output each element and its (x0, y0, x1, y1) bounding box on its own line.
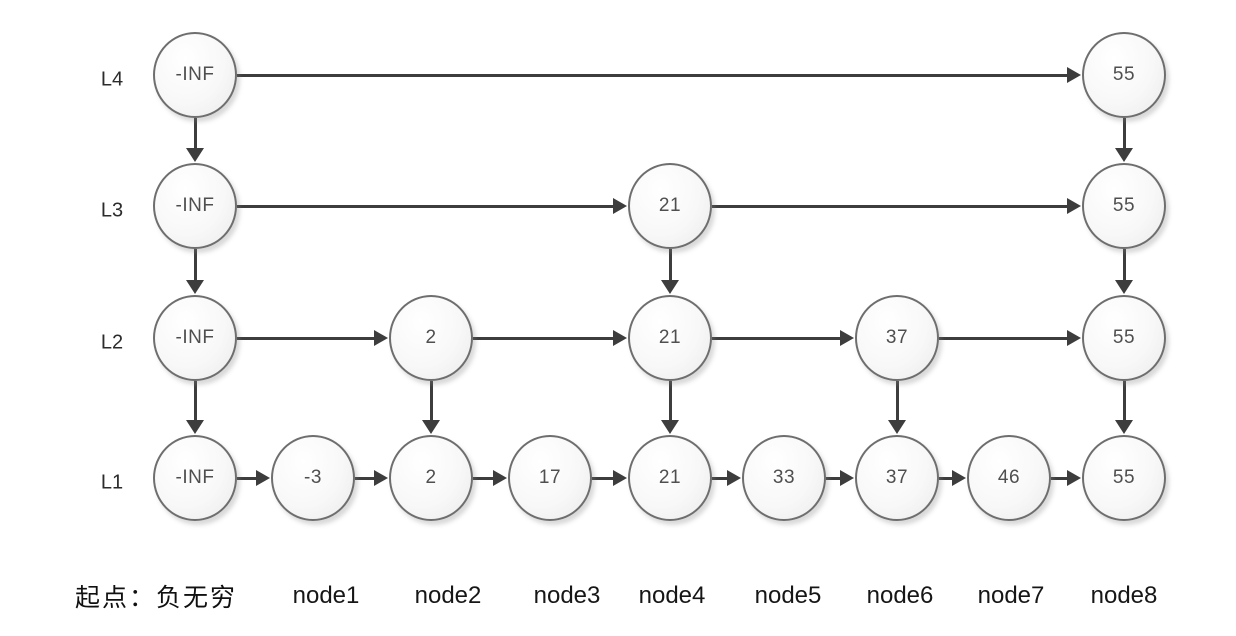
h-arrow-line (355, 476, 376, 480)
h-arrow-line (939, 336, 1069, 340)
skiplist-node: 21 (628, 295, 712, 381)
h-arrow-head (1067, 330, 1081, 346)
h-arrow-line (592, 476, 615, 480)
footer-node-label: node8 (1090, 582, 1158, 609)
footer-node-label: node7 (977, 582, 1045, 609)
v-arrow-line (1122, 118, 1126, 150)
h-arrow-head (613, 198, 627, 214)
h-arrow-line (826, 476, 842, 480)
h-arrow-line (237, 73, 1069, 77)
level-label: L3 (100, 199, 124, 222)
skiplist-node: 55 (1082, 163, 1166, 249)
h-arrow-head (1067, 470, 1081, 486)
v-arrow-head (661, 280, 679, 294)
v-arrow-line (193, 118, 197, 150)
footer-node-label: node3 (533, 582, 601, 609)
v-arrow-head (1115, 148, 1133, 162)
h-arrow-line (237, 336, 376, 340)
skiplist-node: 33 (742, 435, 826, 521)
skiplist-node: -INF (153, 32, 237, 118)
skiplist-node: 21 (628, 435, 712, 521)
footer-node-label: node2 (414, 582, 482, 609)
footer-node-label: node4 (638, 582, 706, 609)
skiplist-node: -3 (271, 435, 355, 521)
skiplist-node: 37 (855, 295, 939, 381)
footer-start-label: 起点：负无穷 (74, 584, 238, 612)
h-arrow-head (256, 470, 270, 486)
footer-node-label: node6 (866, 582, 934, 609)
v-arrow-head (422, 420, 440, 434)
skiplist-node: 55 (1082, 435, 1166, 521)
level-label: L1 (100, 471, 124, 494)
h-arrow-line (939, 476, 954, 480)
h-arrow-head (952, 470, 966, 486)
h-arrow-head (840, 470, 854, 486)
level-label: L2 (100, 331, 124, 354)
skiplist-node: 2 (389, 295, 473, 381)
h-arrow-line (1051, 476, 1069, 480)
v-arrow-head (888, 420, 906, 434)
v-arrow-line (193, 381, 197, 422)
v-arrow-head (186, 148, 204, 162)
v-arrow-line (1122, 381, 1126, 422)
level-label: L4 (100, 68, 124, 91)
skiplist-node: 21 (628, 163, 712, 249)
skiplist-node: 37 (855, 435, 939, 521)
v-arrow-line (668, 381, 672, 422)
h-arrow-head (493, 470, 507, 486)
h-arrow-head (613, 330, 627, 346)
v-arrow-line (1122, 249, 1126, 282)
v-arrow-line (895, 381, 899, 422)
skiplist-node: 55 (1082, 295, 1166, 381)
h-arrow-head (374, 330, 388, 346)
h-arrow-head (727, 470, 741, 486)
v-arrow-head (186, 420, 204, 434)
h-arrow-head (1067, 67, 1081, 83)
h-arrow-head (374, 470, 388, 486)
skiplist-node: -INF (153, 435, 237, 521)
h-arrow-line (712, 204, 1069, 208)
v-arrow-line (193, 249, 197, 282)
skiplist-node: 2 (389, 435, 473, 521)
h-arrow-line (237, 476, 258, 480)
skiplist-node: 17 (508, 435, 592, 521)
skiplist-node: 46 (967, 435, 1051, 521)
h-arrow-head (613, 470, 627, 486)
skiplist-node: -INF (153, 295, 237, 381)
footer-node-label: node1 (292, 582, 360, 609)
h-arrow-head (840, 330, 854, 346)
h-arrow-line (473, 336, 615, 340)
h-arrow-line (712, 336, 842, 340)
skiplist-node: 55 (1082, 32, 1166, 118)
skiplist-node: -INF (153, 163, 237, 249)
v-arrow-head (1115, 280, 1133, 294)
v-arrow-head (1115, 420, 1133, 434)
v-arrow-line (668, 249, 672, 282)
v-arrow-head (661, 420, 679, 434)
v-arrow-line (429, 381, 433, 422)
h-arrow-line (712, 476, 729, 480)
footer-node-label: node5 (754, 582, 822, 609)
v-arrow-head (186, 280, 204, 294)
h-arrow-line (237, 204, 615, 208)
h-arrow-line (473, 476, 495, 480)
h-arrow-head (1067, 198, 1081, 214)
